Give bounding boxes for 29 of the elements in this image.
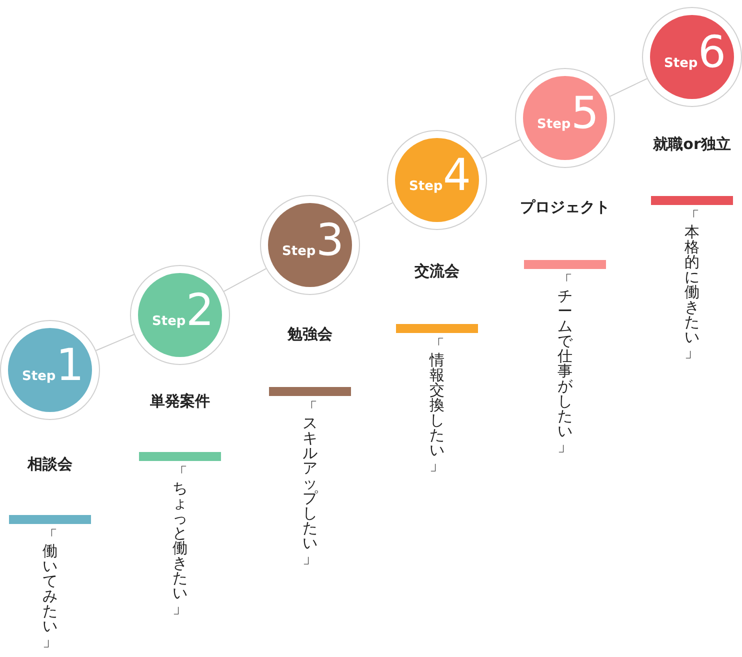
quote-text: 「スキルアップしたい」 [302, 401, 319, 566]
quote-text: 「チームで仕事がしたい」 [556, 274, 574, 454]
quote-text: 「働いてみたい」 [42, 529, 58, 649]
connector-line [96, 334, 134, 352]
connector-line [610, 78, 648, 97]
step-title: 相談会 [28, 455, 72, 474]
step-title: 就職or独立 [653, 135, 731, 154]
step-label: Step [152, 314, 186, 329]
connector-line [482, 139, 520, 159]
step-title: 交流会 [414, 262, 460, 281]
step-title: 勉強会 [288, 325, 332, 344]
quote-text: 「本格的に働きたい」 [684, 210, 700, 360]
step-title: プロジェクト [520, 198, 610, 217]
step-number: 2 [186, 285, 214, 337]
step-number: 4 [443, 150, 471, 202]
connector-line [224, 268, 266, 292]
step-number: 5 [571, 88, 599, 140]
quote-text: 「ちょっと働きたい」 [172, 466, 188, 616]
step-title: 単発案件 [150, 392, 210, 411]
step-number: 1 [56, 340, 84, 392]
step-label: Step [282, 244, 316, 259]
step-number: 3 [316, 215, 344, 267]
step-label: Step [664, 56, 698, 71]
step-label: Step [22, 369, 56, 384]
quote-text: 「情報交換したい」 [428, 338, 446, 473]
connector-line [354, 202, 393, 223]
step-label: Step [409, 179, 443, 194]
step-label: Step [537, 117, 571, 132]
step-number: 6 [698, 27, 726, 79]
